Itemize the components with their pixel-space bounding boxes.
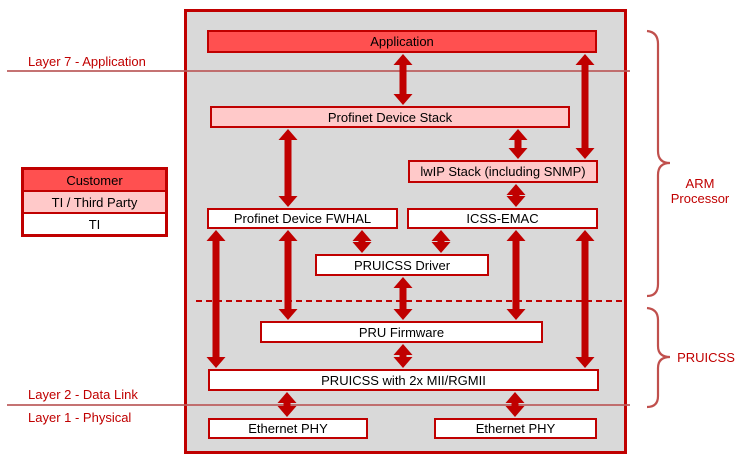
block-profinet-device-stack: Profinet Device Stack (210, 106, 570, 128)
label-layer2: Layer 2 - Data Link (28, 387, 138, 402)
block-lwip-stack: lwIP Stack (including SNMP) (408, 160, 598, 183)
brace-pruicss-icon (646, 306, 671, 409)
block-icss-emac: ICSS-EMAC (407, 208, 598, 229)
legend-item-customer: Customer (24, 170, 165, 190)
layer2-layer1-divider-line (7, 404, 630, 406)
label-layer7: Layer 7 - Application (28, 54, 146, 69)
layer7-divider-line (7, 70, 630, 72)
legend-item-ti: TI (24, 212, 165, 234)
arm-pruicss-boundary-dashed-line (196, 300, 622, 302)
label-arm-processor: ARM Processor (670, 176, 730, 206)
block-pruicss-driver: PRUICSS Driver (315, 254, 489, 276)
label-pruicss: PRUICSS (677, 350, 735, 365)
block-pru-firmware: PRU Firmware (260, 321, 543, 343)
block-profinet-device-fwhal: Profinet Device FWHAL (207, 208, 398, 229)
block-pruicss-mii: PRUICSS with 2x MII/RGMII (208, 369, 599, 391)
legend-item-ti-third-party: TI / Third Party (24, 190, 165, 212)
brace-arm-processor-icon (646, 29, 671, 298)
label-layer1: Layer 1 - Physical (28, 410, 132, 425)
block-ethernet-phy-right: Ethernet PHY (434, 418, 597, 439)
block-application: Application (207, 30, 597, 53)
block-ethernet-phy-left: Ethernet PHY (208, 418, 368, 439)
legend: Customer TI / Third Party TI (21, 167, 168, 237)
